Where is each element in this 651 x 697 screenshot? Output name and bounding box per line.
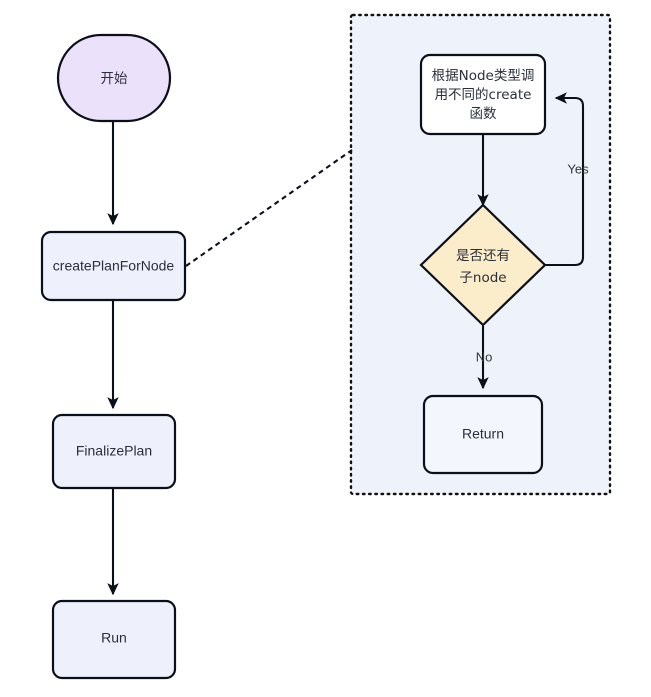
edge-label-no: No [476, 349, 493, 364]
has-child-node-label-line-2: 子node [459, 270, 506, 286]
create-dispatch-label-line-1: 根据Node类型调 [432, 68, 535, 84]
create-dispatch-label-line-2: 用不同的create [435, 87, 532, 103]
return-shape [422, 394, 544, 475]
node-run[interactable]: Run [51, 599, 177, 680]
create-dispatch-shape [419, 53, 547, 136]
edge-haschildnode-to-createdispatch-yes [545, 92, 585, 267]
node-finalizeplan-label: FinalizePlan [76, 443, 152, 459]
node-run-label: Run [101, 630, 127, 646]
node-create-dispatch[interactable]: 根据Node类型调 用不同的create 函数 [419, 53, 547, 136]
node-finalizeplan[interactable]: FinalizePlan [51, 413, 177, 490]
edge-createplanfornode-to-subgraph [185, 149, 353, 267]
has-child-node-shape [419, 203, 547, 327]
finalizeplan-shape [51, 413, 177, 490]
subgraph-edges [477, 92, 585, 390]
run-shape [51, 599, 177, 680]
node-start[interactable]: 开始 [56, 33, 172, 123]
start-shape [56, 33, 172, 123]
create-dispatch-label-line-3: 函数 [470, 106, 497, 122]
node-createplanfornode-label: createPlanForNode [53, 258, 175, 274]
createplanfornode-shape [40, 230, 187, 302]
has-child-node-label-line-1: 是否还有 [456, 248, 510, 264]
node-createplanfornode[interactable]: createPlanForNode [40, 230, 187, 302]
node-return-label: Return [462, 426, 504, 442]
node-return[interactable]: Return [422, 394, 544, 475]
node-start-label: 开始 [101, 71, 128, 87]
main-flow-edges [107, 121, 353, 596]
node-has-child-node[interactable]: 是否还有 子node [419, 203, 547, 327]
subgraph-edge-labels: Yes No [476, 161, 589, 364]
edge-label-yes: Yes [567, 161, 589, 176]
